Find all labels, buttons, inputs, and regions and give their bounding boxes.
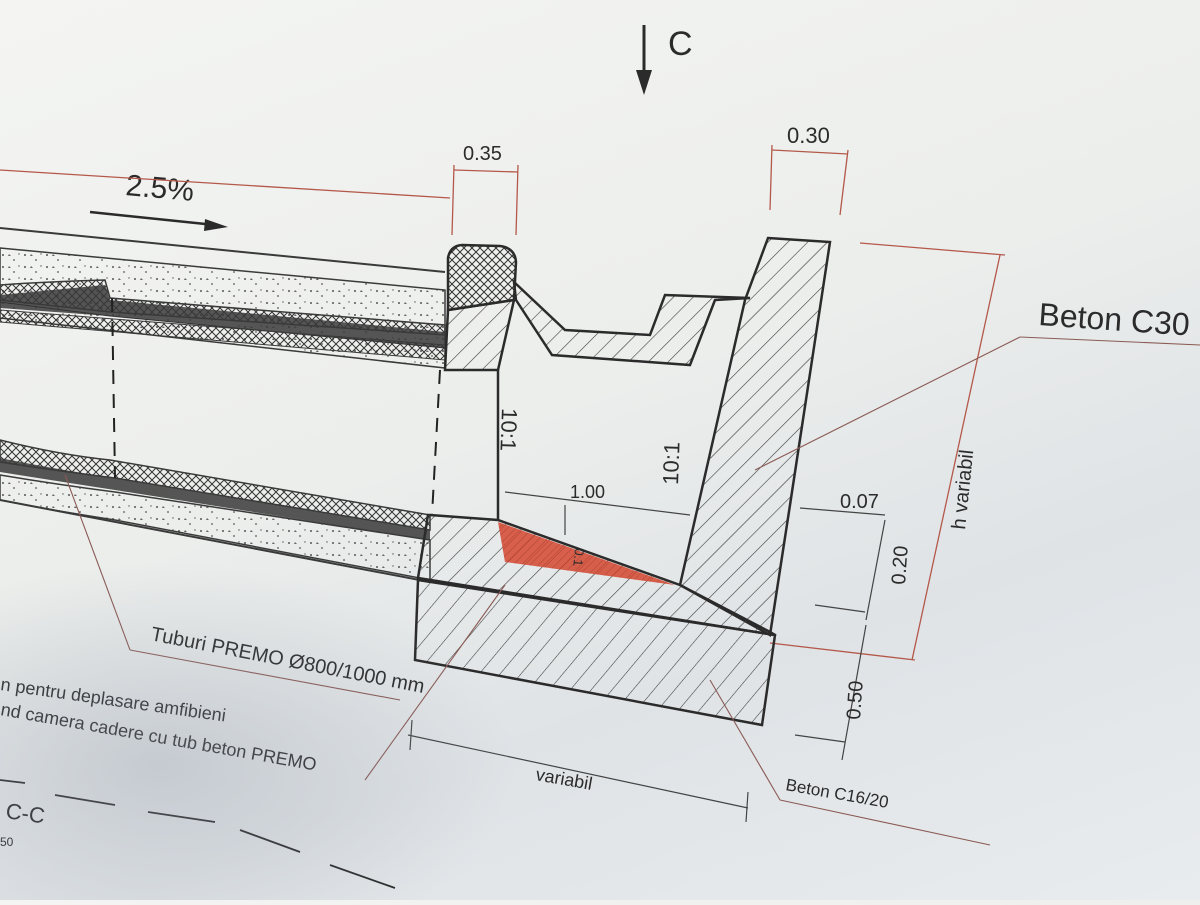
dim-width: variabil <box>534 764 594 794</box>
batter-right: 10:1 <box>658 441 684 485</box>
section-arrow-c: C <box>636 25 693 95</box>
width-dim: variabil <box>407 719 749 823</box>
pipe-lower <box>0 439 431 583</box>
dim-wall-left: 0.35 <box>463 143 502 165</box>
dim-step: 0.20 <box>888 545 913 585</box>
dim-bottom-width: 1.00 <box>570 482 605 502</box>
section-title-block: C-C 50 <box>0 779 396 889</box>
callout-pipes: Tuburi PREMO Ø800/1000 mm <box>149 623 426 698</box>
callout-concrete-top: Beton C30 <box>1038 296 1191 342</box>
callout-concrete-base: Beton C16/20 <box>784 775 890 812</box>
section-arrow-label: C <box>668 25 693 63</box>
bottom-width-dim: 1.00 0.1 <box>504 482 691 567</box>
dim-small: 0.1 <box>570 548 587 567</box>
dimension-lines <box>0 144 1006 661</box>
right-dims: 0.07 0.20 0.50 h variabil <box>794 449 978 761</box>
dim-wall-right: 0.30 <box>787 123 830 148</box>
slope-label: 2.5% <box>124 169 195 208</box>
scale-fragment: 50 <box>0 835 14 849</box>
section-title: C-C <box>4 798 46 828</box>
batter-left: 10:1 <box>496 408 522 452</box>
dim-height: h variabil <box>948 449 978 531</box>
pipe-upper <box>0 227 446 369</box>
channel-top-slab <box>512 278 751 367</box>
pipe-joint-lines <box>111 297 441 516</box>
leader-lines <box>64 336 1200 846</box>
left-wall <box>443 243 518 520</box>
slope-indicator: 2.5% <box>89 169 228 231</box>
dim-slab: 0.50 <box>843 680 868 720</box>
dim-offset: 0.07 <box>840 491 879 513</box>
